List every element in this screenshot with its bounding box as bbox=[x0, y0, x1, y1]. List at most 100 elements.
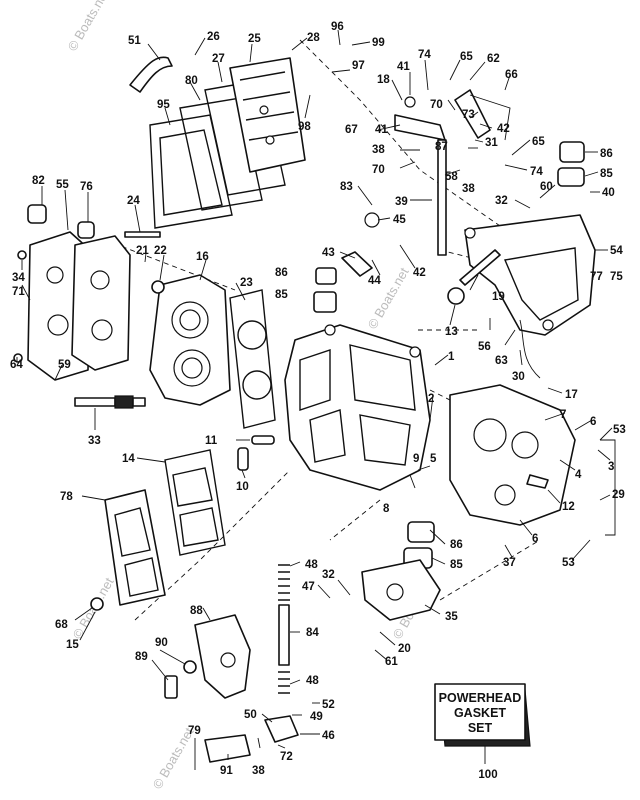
callout-98: 98 bbox=[298, 121, 311, 133]
callout-7: 7 bbox=[560, 409, 566, 421]
cylinder-block bbox=[284, 324, 431, 491]
kit-line-3: SET bbox=[468, 721, 493, 735]
crankcase-1 bbox=[449, 384, 576, 526]
callout-27: 27 bbox=[212, 53, 225, 65]
callout-22: 22 bbox=[154, 245, 167, 257]
gasket-set-box: POWERHEAD GASKET SET 100 bbox=[434, 683, 531, 781]
kit-line-1: POWERHEAD bbox=[439, 691, 522, 705]
callout-95: 95 bbox=[157, 99, 170, 111]
callout-89: 89 bbox=[135, 651, 148, 663]
mount-85 bbox=[557, 167, 585, 187]
callout-74a: 74 bbox=[418, 49, 431, 61]
callout-42b: 42 bbox=[413, 267, 426, 279]
throttle-linkage bbox=[364, 89, 511, 256]
callout-18: 18 bbox=[377, 74, 390, 86]
callout-52: 52 bbox=[322, 699, 335, 711]
callout-20: 20 bbox=[398, 643, 411, 655]
callout-35: 35 bbox=[445, 611, 458, 623]
mount-85 bbox=[313, 291, 337, 313]
grommet-82 bbox=[27, 204, 47, 224]
callout-75: 75 bbox=[610, 271, 623, 283]
cylinder-head-16 bbox=[149, 274, 231, 406]
gasket-80 bbox=[179, 97, 263, 211]
callout-96: 96 bbox=[331, 21, 344, 33]
callout-84: 84 bbox=[306, 627, 319, 639]
callout-4: 4 bbox=[575, 469, 582, 481]
callout-numbers: 51 26 25 28 96 99 97 27 80 95 98 74 41 1… bbox=[10, 21, 626, 777]
callout-42a: 42 bbox=[497, 123, 510, 135]
callout-54: 54 bbox=[610, 245, 623, 257]
callout-15: 15 bbox=[66, 639, 79, 651]
callout-48a: 48 bbox=[305, 559, 318, 571]
callout-32a: 32 bbox=[495, 195, 508, 207]
callout-10: 10 bbox=[236, 481, 249, 493]
callout-11: 11 bbox=[205, 435, 218, 447]
callout-87: 87 bbox=[435, 141, 448, 153]
callout-19: 19 bbox=[492, 291, 505, 303]
callout-43: 43 bbox=[322, 247, 335, 259]
callout-56: 56 bbox=[478, 341, 491, 353]
exhaust-cover-25-ribs bbox=[239, 71, 299, 141]
callout-6b: 6 bbox=[532, 533, 538, 545]
callout-5: 5 bbox=[430, 453, 437, 465]
washer-90 bbox=[183, 660, 197, 674]
kit-number: 100 bbox=[478, 769, 497, 781]
callout-68: 68 bbox=[55, 619, 68, 631]
callout-85b: 85 bbox=[275, 289, 288, 301]
callout-58: 58 bbox=[445, 171, 458, 183]
callout-28: 28 bbox=[307, 32, 320, 44]
callout-40: 40 bbox=[602, 187, 615, 199]
callout-29: 29 bbox=[612, 489, 625, 501]
callout-71: 71 bbox=[12, 286, 25, 298]
callout-63: 63 bbox=[495, 355, 508, 367]
callout-32b: 32 bbox=[322, 569, 335, 581]
gasket-14 bbox=[164, 449, 226, 556]
callout-91: 91 bbox=[220, 765, 233, 777]
leader-lines bbox=[16, 29, 613, 770]
callout-17: 17 bbox=[565, 389, 578, 401]
callout-13: 13 bbox=[445, 326, 458, 338]
callout-38a: 38 bbox=[372, 144, 385, 156]
callout-8: 8 bbox=[383, 503, 390, 515]
cover-hole bbox=[259, 105, 269, 115]
bracket-91 bbox=[204, 734, 251, 763]
callout-16: 16 bbox=[196, 251, 209, 263]
callout-64: 64 bbox=[10, 359, 23, 371]
bolt-12 bbox=[526, 474, 549, 489]
callout-47: 47 bbox=[302, 581, 315, 593]
thermostat-cover-55 bbox=[27, 231, 131, 381]
callout-44: 44 bbox=[368, 275, 381, 287]
hose-51 bbox=[129, 56, 173, 93]
callout-86b: 86 bbox=[275, 267, 288, 279]
callout-50: 50 bbox=[244, 709, 257, 721]
callout-70b: 70 bbox=[372, 164, 385, 176]
washer-22 bbox=[151, 280, 165, 294]
dowel-11 bbox=[251, 435, 275, 445]
bolt-34 bbox=[17, 250, 27, 260]
callout-2: 2 bbox=[428, 393, 434, 405]
lever-43 bbox=[341, 251, 373, 277]
callout-90: 90 bbox=[155, 637, 168, 649]
callout-62: 62 bbox=[487, 53, 500, 65]
callout-33: 33 bbox=[88, 435, 101, 447]
callout-67: 67 bbox=[345, 124, 358, 136]
callout-25: 25 bbox=[248, 33, 261, 45]
bracket-35 bbox=[361, 559, 441, 621]
bracket-88 bbox=[194, 614, 251, 699]
callout-65b: 65 bbox=[532, 136, 545, 148]
kit-line-2: GASKET bbox=[454, 706, 506, 720]
callout-23: 23 bbox=[240, 277, 253, 289]
intake-manifold-78 bbox=[104, 489, 166, 606]
callout-82: 82 bbox=[32, 175, 45, 187]
callout-34: 34 bbox=[12, 272, 25, 284]
mount-86 bbox=[559, 141, 585, 163]
rod-19 bbox=[459, 249, 501, 286]
callout-97: 97 bbox=[352, 60, 365, 72]
callout-53b: 53 bbox=[562, 557, 575, 569]
gasket-95 bbox=[149, 114, 233, 229]
hose-30 bbox=[519, 319, 541, 379]
callout-78: 78 bbox=[60, 491, 73, 503]
callout-9: 9 bbox=[413, 453, 419, 465]
callout-37: 37 bbox=[503, 557, 516, 569]
callout-12: 12 bbox=[562, 501, 575, 513]
